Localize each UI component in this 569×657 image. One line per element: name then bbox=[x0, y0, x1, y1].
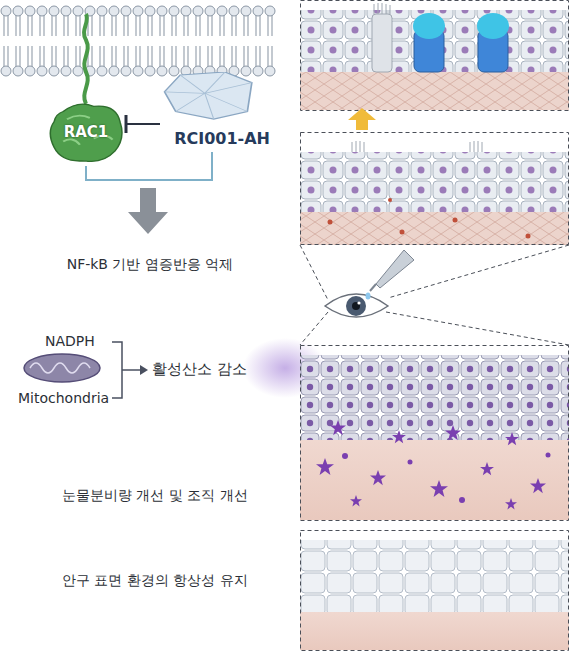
effect-text: 활성산소 감소 bbox=[152, 360, 247, 379]
effect-text: 안구 표면 환경의 항상성 유지 bbox=[62, 572, 248, 590]
molecule-name: NADPH bbox=[45, 333, 95, 349]
protein-blob: RAC1 bbox=[48, 100, 124, 164]
crystal-compound: RCI001-AH bbox=[160, 72, 272, 148]
compound-name: RCI001-AH bbox=[172, 129, 272, 148]
inhibition-connector bbox=[126, 115, 160, 133]
protein-name: RAC1 bbox=[64, 123, 109, 141]
effect-text: 눈물분비량 개선 및 조직 개선 bbox=[62, 487, 248, 505]
organelle-name: Mitochondria bbox=[18, 390, 109, 406]
effect-text: NF-kB 기반 염증반응 억제 bbox=[30, 256, 270, 274]
